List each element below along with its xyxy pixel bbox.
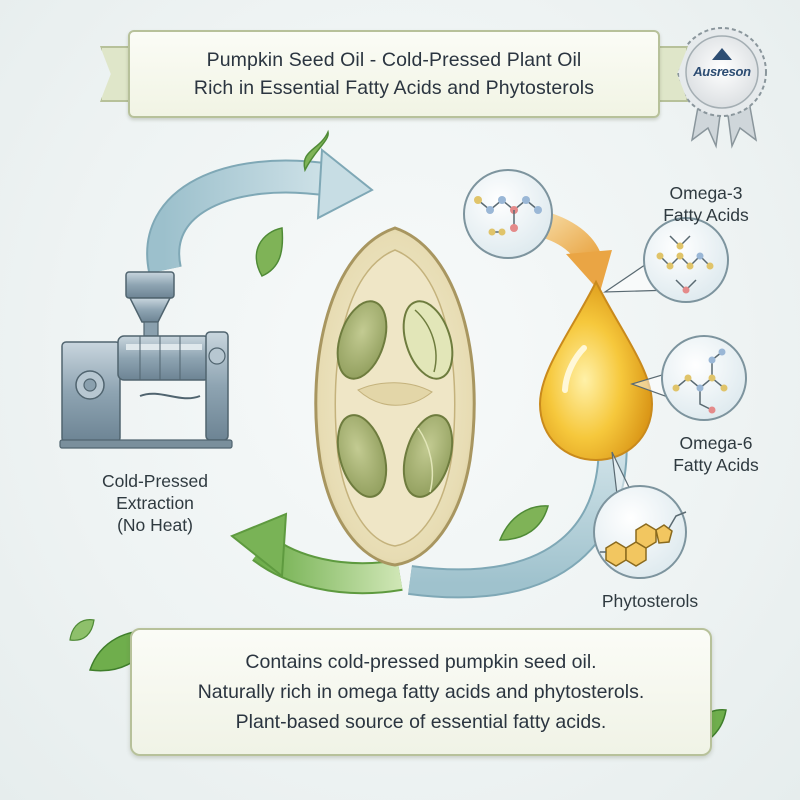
omega-6-label: Omega-6 Fatty Acids [646,432,786,476]
extraction-label-line-3: (No Heat) [117,515,193,535]
brand-logo: Ausreson [693,64,751,79]
title-line-2: Rich in Essential Fatty Acids and Phytos… [193,77,595,99]
info-line-3: Plant-based source of essential fatty ac… [235,711,607,733]
omega-6-label-line-2: Fatty Acids [673,455,759,475]
title-banner: Pumpkin Seed Oil - Cold-Pressed Plant Oi… [128,30,660,118]
oil-drop-icon [538,279,654,462]
title-line-1: Pumpkin Seed Oil - Cold-Pressed Plant Oi… [206,49,582,71]
pumpkin-seed-illustration [314,226,476,567]
omega-3-label-line-2: Fatty Acids [663,205,749,225]
return-arrow [230,512,403,595]
omega-6-label-line-1: Omega-6 [679,433,753,453]
brand-seal-icon [677,27,767,149]
extraction-label-line-2: Extraction [116,493,194,513]
omega-3-label: Omega-3 Fatty Acids [636,182,776,226]
extraction-label: Cold-Pressed Extraction (No Heat) [70,470,240,536]
phytosterols-label: Phytosterols [601,591,699,611]
info-line-2: Naturally rich in omega fatty acids and … [197,681,645,703]
phytosterol-molecule-bubble [593,485,687,579]
info-line-1: Contains cold-pressed pumpkin seed oil. [245,651,597,673]
info-box: Contains cold-pressed pumpkin seed oil. … [130,628,712,756]
extraction-label-line-1: Cold-Pressed [101,471,209,491]
cold-press-machine-icon [59,271,233,449]
process-arrow-bottom [408,428,628,599]
omega-6-molecule-bubble [661,335,747,421]
omega-3-molecule-bubble [643,217,729,303]
molecule-bubble-1 [463,169,553,259]
process-arrow-top [146,148,374,274]
omega-3-label-line-1: Omega-3 [669,183,743,203]
